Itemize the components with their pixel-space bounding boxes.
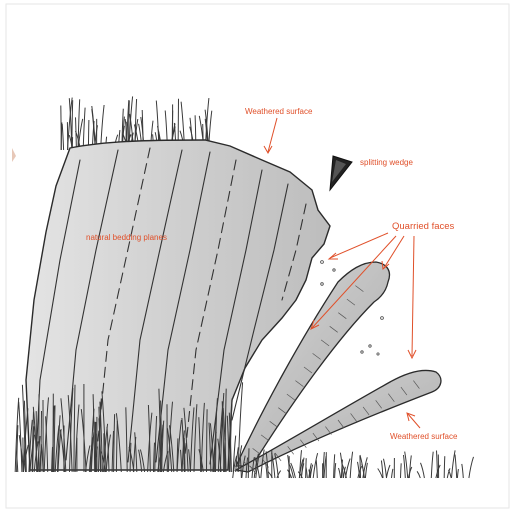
grass-blade bbox=[444, 456, 445, 478]
grass-blade bbox=[41, 411, 42, 472]
grass-blade bbox=[360, 456, 361, 478]
label-splitting-wedge: splitting wedge bbox=[360, 159, 413, 167]
label-weathered-surface-top: Weathered surface bbox=[245, 108, 312, 116]
grass-blade bbox=[306, 458, 307, 478]
label-bedding-planes: natural bedding planes bbox=[86, 234, 167, 242]
label-weathered-surface-bottom: Weathered surface bbox=[390, 433, 457, 441]
grass-blade bbox=[61, 106, 62, 151]
grass-blade bbox=[207, 409, 208, 472]
label-quarried-faces: Quarried faces bbox=[392, 222, 454, 232]
